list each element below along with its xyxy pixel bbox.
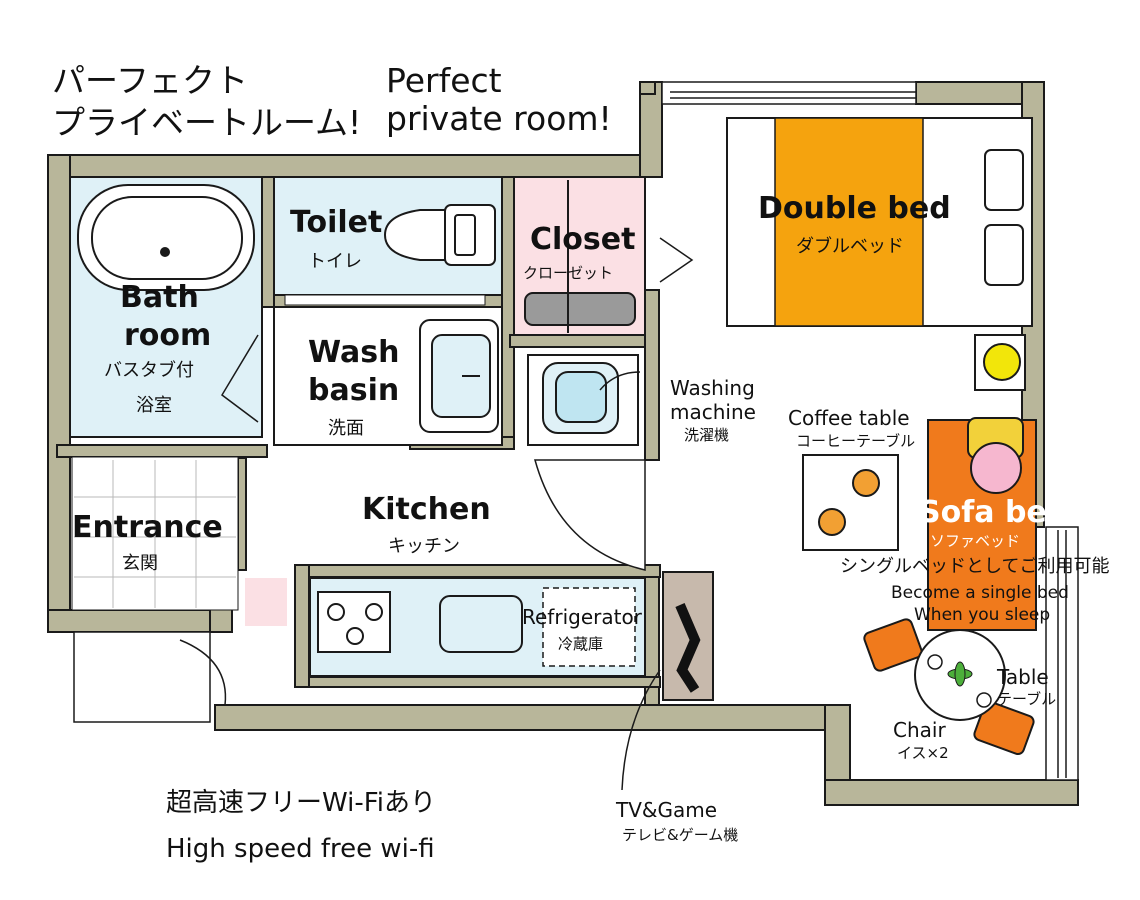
washing-machine-icon [527,354,641,446]
dining-table [863,618,1035,755]
wash-basin-jp-label: 洗面 [328,418,364,439]
toilet-room [273,176,503,306]
tv-game-label: TV&Game [616,798,718,822]
closet [513,176,694,336]
double-bed [726,117,1033,327]
table-jp-label: テーブル [997,690,1057,708]
headline-jp-line1: パーフェクト [52,61,249,100]
chair-jp-label: イス×2 [897,744,949,762]
entrance-label: Entrance [72,510,223,545]
toilet-icon [383,204,496,266]
wash-room [273,306,503,446]
entrance-area [71,456,287,723]
toilet-jp-label: トイレ [308,251,362,272]
tv-stand [621,571,714,791]
kitchen-sink-icon [439,595,523,653]
double-bed-label: Double bed [758,191,951,226]
wash-basin-label-line2: basin [308,373,400,408]
bathroom [69,176,263,438]
refrigerator-jp-label: 冷蔵庫 [558,635,604,653]
plant-icon [947,661,973,687]
headline-en-line1: Perfect [386,61,502,100]
wifi-jp-label: 超高速フリーWi-Fiあり [166,788,437,818]
kitchen-jp-label: キッチン [388,536,460,557]
chair-label: Chair [893,718,946,742]
closet-label: Closet [530,222,636,257]
wash-basin-label-line1: Wash [308,335,400,370]
wifi-en-label: High speed free wi-fi [166,834,435,864]
sofa-bed-jp-label: ソファベッド [930,532,1021,550]
coffee-table [802,454,899,551]
headline-en-line2: private room! [386,99,612,138]
coffee-table-label: Coffee table [788,406,910,430]
stove-icon [317,591,391,653]
bathroom-jp-line2: 浴室 [136,395,172,416]
lamp-icon [974,334,1026,391]
closet-jp-label: クローゼット [523,264,614,282]
kitchen-label: Kitchen [362,492,491,527]
sofa-bed-note-en-line1: Become a single bed [891,583,1069,603]
washing-machine-jp-label: 洗濯機 [684,426,730,444]
bathtub-icon [77,184,255,291]
sofa-bed-note-jp: シングルベッドとしてご利用可能 [840,556,1110,577]
coffee-table-jp-label: コーヒーテーブル [796,432,916,450]
sink-icon [419,319,499,433]
tv-game-jp-label: テレビ&ゲーム機 [622,826,739,844]
sofa-bed-note-en-line2: When you sleep [914,605,1051,625]
kitchen-door [534,459,646,571]
bathroom-jp-line1: バスタブ付 [104,360,194,381]
bathroom-label-line1: Bath [120,280,199,315]
toilet-label: Toilet [290,205,383,240]
refrigerator-icon [542,587,636,667]
kitchen-counter [309,577,646,677]
window-top [661,81,917,105]
table-label: Table [997,665,1049,689]
headline-jp-line2: プライベートルーム! [52,103,362,142]
washing-machine-label-line2: machine [670,400,756,424]
sofa-bed [927,417,1037,631]
sofa-bed-label: Sofa bed [919,495,1069,530]
double-bed-jp-label: ダブルベッド [796,236,904,257]
entrance-jp-label: 玄関 [122,553,158,574]
bathroom-label-line2: room [124,318,212,353]
refrigerator-label: Refrigerator [522,605,642,629]
window-right [1045,526,1079,781]
washing-machine-label-line1: Washing [670,376,755,400]
